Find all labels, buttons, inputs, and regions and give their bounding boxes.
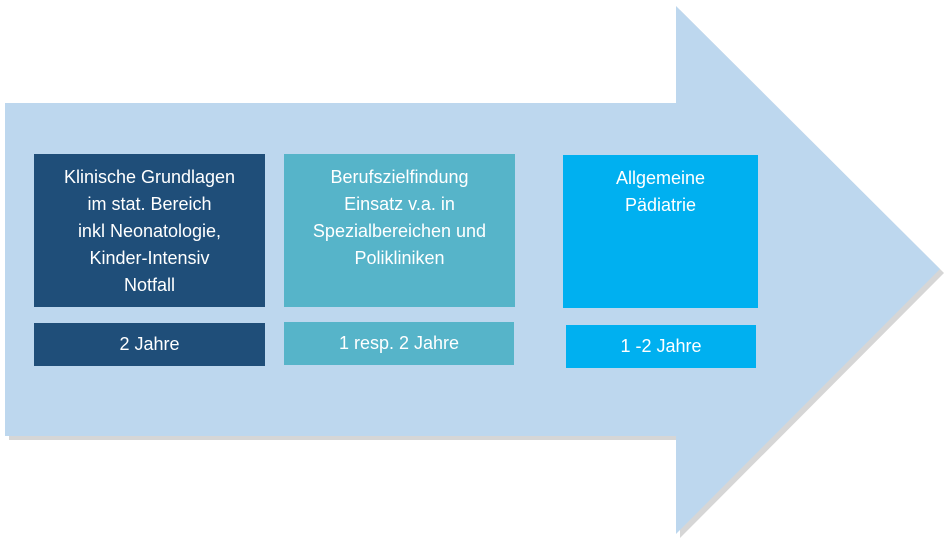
duration-clinical-basics-label: 2 Jahre	[119, 334, 180, 354]
phase-clinical-basics-label: Klinische Grundlagen im stat. Bereich in…	[63, 167, 236, 295]
duration-career-orientation: 1 resp. 2 Jahre	[284, 322, 514, 365]
phase-career-orientation-label: Berufszielfindung Einsatz v.a. in Spezia…	[312, 167, 487, 268]
phase-general-pediatrics-box: Allgemeine Pädiatrie	[563, 155, 758, 308]
duration-general-pediatrics-label: 1 -2 Jahre	[620, 336, 702, 356]
duration-career-orientation-label: 1 resp. 2 Jahre	[338, 333, 460, 353]
phase-general-pediatrics-label: Allgemeine Pädiatrie	[615, 168, 706, 215]
phase-clinical-basics-box: Klinische Grundlagen im stat. Bereich in…	[34, 154, 265, 307]
duration-clinical-basics: 2 Jahre	[34, 323, 265, 366]
duration-general-pediatrics: 1 -2 Jahre	[566, 325, 756, 368]
phase-career-orientation-box: Berufszielfindung Einsatz v.a. in Spezia…	[284, 154, 515, 307]
